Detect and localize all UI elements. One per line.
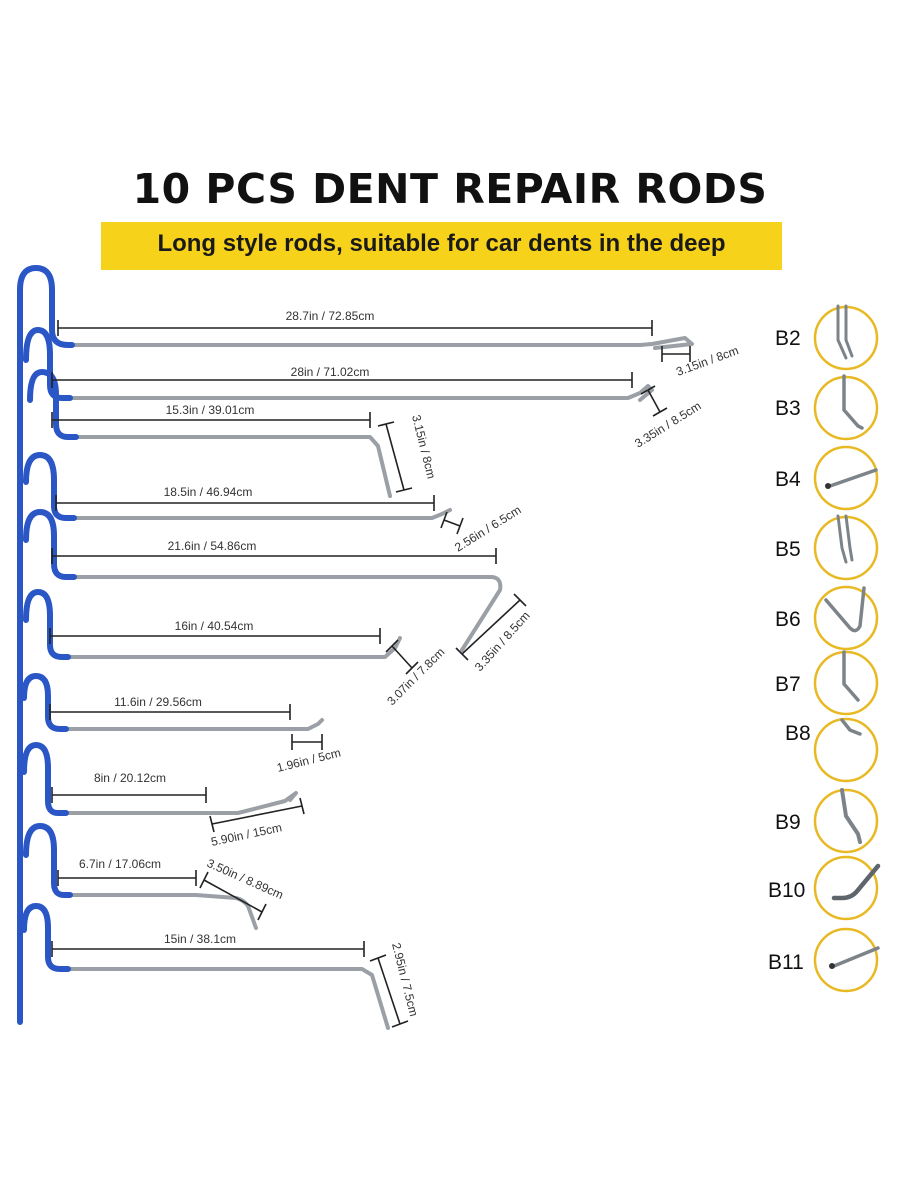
rod-2-tip-line <box>640 385 668 417</box>
tip-code-b8: B8 <box>785 722 811 745</box>
rod-4-length: 18.5in / 46.94cm <box>164 485 253 499</box>
rod-6-length-line <box>49 628 381 644</box>
tip-code-b10: B10 <box>768 879 805 902</box>
rod-6 <box>60 636 402 659</box>
rod-4-tip: 2.56in / 6.5cm <box>452 503 523 555</box>
rod-8 <box>58 791 298 815</box>
tip-code-b5: B5 <box>775 538 801 561</box>
rod-1-length-line <box>57 320 653 336</box>
rod-5-length-line <box>51 548 497 564</box>
tip-b7: B7 <box>775 650 879 716</box>
rod-10 <box>62 967 390 1030</box>
rod-2-length: 28in / 71.02cm <box>291 365 370 379</box>
rod-6-tip-line <box>385 639 419 675</box>
rod-4-tip-line <box>440 511 464 535</box>
handle-6 <box>23 589 71 660</box>
rod-9-length: 6.7in / 17.06cm <box>79 857 161 871</box>
handle-4 <box>23 452 77 521</box>
rod-7 <box>60 718 324 731</box>
rod-2-tip: 3.35in / 8.5cm <box>632 399 703 451</box>
subtitle-banner: Long style rods, suitable for car dents … <box>101 222 782 270</box>
tip-code-b4: B4 <box>775 468 801 491</box>
rod-6-tip: 3.07in / 7.8cm <box>384 645 447 708</box>
rod-10-length: 15in / 38.1cm <box>164 932 236 946</box>
tip-code-b11: B11 <box>768 951 804 974</box>
tip-code-b9: B9 <box>775 811 801 834</box>
rod-5-tip-line <box>455 593 527 661</box>
rod-8-length-line <box>51 787 207 803</box>
rod-7-tip-line <box>291 734 323 750</box>
rod-4 <box>66 508 452 520</box>
rod-3-tip: 3.15in / 8cm <box>409 413 438 480</box>
rod-2-shaft <box>56 384 654 402</box>
handle-5 <box>23 509 77 580</box>
rod-9 <box>62 893 258 930</box>
tip-b5: B5 <box>775 514 879 581</box>
rod-5-length: 21.6in / 54.86cm <box>168 539 257 553</box>
rod-10-shaft <box>62 967 390 1030</box>
rod-1-tip-line <box>661 346 691 362</box>
tip-b10: B10 <box>768 855 881 921</box>
tip-b6: B6 <box>775 585 879 651</box>
rod-8-tip: 5.90in / 15cm <box>210 820 283 849</box>
tip-code-b3: B3 <box>775 397 801 420</box>
rod-3-tip-line <box>377 421 413 493</box>
tip-b9: B9 <box>775 788 879 854</box>
rod-7-length-line <box>49 704 291 720</box>
rod-6-length: 16in / 40.54cm <box>175 619 254 633</box>
tip-b4: B4 <box>775 445 879 511</box>
tip-code-b2: B2 <box>775 327 801 350</box>
rod-7-tip: 1.96in / 5cm <box>275 746 342 775</box>
handle-1 <box>17 265 75 1025</box>
rod-9-tip-line <box>199 871 267 921</box>
rod-9-shaft <box>62 893 258 930</box>
subtitle: Long style rods, suitable for car dents … <box>157 230 726 257</box>
tip-code-b7: B7 <box>775 673 801 696</box>
rod-7-length: 11.6in / 29.56cm <box>114 695 202 709</box>
rod-9-length-line <box>57 870 197 886</box>
rod-8-tip-line <box>209 797 305 833</box>
rod-10-tip-line <box>369 954 409 1028</box>
rod-3-shaft <box>70 435 392 498</box>
rod-8-shaft <box>58 791 298 815</box>
rod-2-length-line <box>51 372 633 388</box>
rod-5 <box>66 575 503 652</box>
tip-b3: B3 <box>775 374 879 441</box>
rod-1-length: 28.7in / 72.85cm <box>286 309 375 323</box>
rod-3-length-line <box>51 412 371 428</box>
handle-3 <box>27 369 79 440</box>
tip-b8: B8 <box>785 717 879 783</box>
handle-7 <box>21 673 69 732</box>
page-title: 10 PCS DENT REPAIR RODS <box>132 165 768 213</box>
rod-6-shaft <box>60 636 402 659</box>
rod-10-length-line <box>51 941 365 957</box>
rod-7-shaft <box>60 718 324 731</box>
rod-1 <box>66 336 694 350</box>
handle-8 <box>21 742 69 816</box>
rod-3-length: 15.3in / 39.01cm <box>166 403 255 417</box>
tip-code-b6: B6 <box>775 608 801 631</box>
handle-9 <box>23 823 73 898</box>
rod-4-length-line <box>55 495 435 511</box>
rod-8-length: 8in / 20.12cm <box>94 771 166 785</box>
rod-4-shaft <box>66 508 452 520</box>
tip-b11: B11 <box>768 927 880 993</box>
rod-2 <box>56 384 654 402</box>
tip-b2: B2 <box>775 304 879 371</box>
rod-3 <box>70 435 392 498</box>
handle-10 <box>21 903 71 972</box>
rod-5-shaft <box>66 575 503 652</box>
rod-1-shaft <box>66 336 694 350</box>
rod-1-tip: 3.15in / 8cm <box>674 343 740 379</box>
